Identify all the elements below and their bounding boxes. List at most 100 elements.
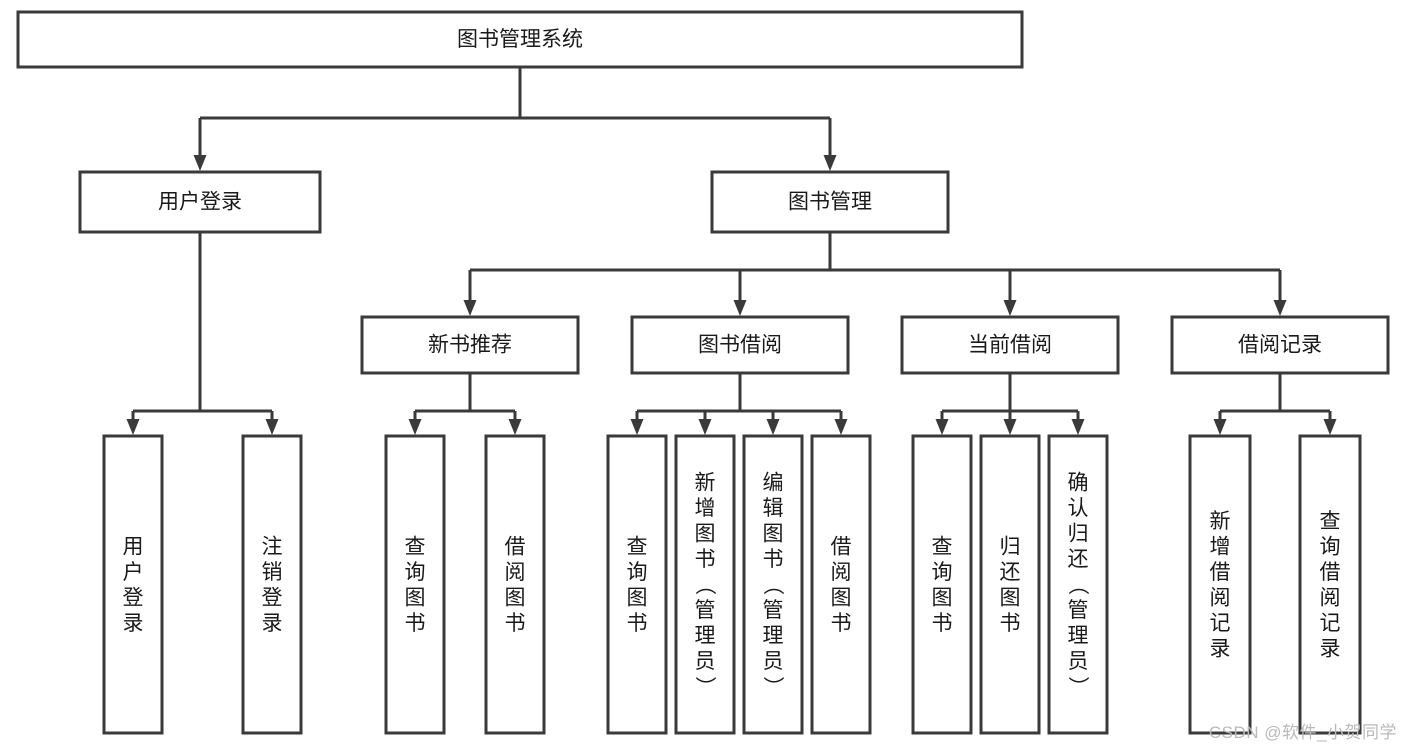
- node-label-char: 理: [695, 625, 716, 648]
- node-label: 用户登录: [158, 191, 242, 214]
- arrow-head-icon: [1273, 300, 1287, 316]
- node-label-char: 图: [932, 586, 953, 609]
- node-label-char: 借: [505, 535, 526, 558]
- node-label-char: （: [761, 574, 784, 595]
- node-label-char: 记: [1320, 612, 1341, 635]
- arrow-head-icon: [463, 300, 477, 316]
- node-box: [810, 434, 872, 735]
- edges-layer: [126, 67, 1337, 435]
- node-label-char: 还: [1000, 561, 1021, 584]
- node-box: [979, 434, 1041, 735]
- node-label-char: 查: [627, 535, 648, 558]
- node-label-char: 查: [1320, 510, 1341, 533]
- node-label: 借阅记录: [1238, 334, 1322, 357]
- node-box: [1047, 434, 1109, 735]
- node-l3-current-borrow[interactable]: 当前借阅: [900, 315, 1120, 375]
- node-box: [630, 315, 850, 375]
- arrow-head-icon: [265, 419, 279, 435]
- node-label-char: 询: [932, 561, 953, 584]
- node-box: [1170, 315, 1390, 375]
- arrow-head-icon: [408, 419, 422, 435]
- arrow-head-icon: [508, 419, 522, 435]
- node-label-char: （: [1066, 574, 1089, 595]
- node-label-char: （: [693, 574, 716, 595]
- node-label-char: 登: [123, 586, 144, 609]
- node-box: [484, 434, 546, 735]
- arrow-head-icon: [733, 300, 747, 316]
- arrow-head-icon: [1003, 419, 1017, 435]
- node-label: 当前借阅: [968, 334, 1052, 357]
- node-label-char: 确: [1068, 472, 1089, 495]
- node-label-char: 录: [1210, 637, 1231, 660]
- node-label-char: 图: [505, 586, 526, 609]
- node-label-char: 图: [763, 523, 784, 546]
- node-box: [1188, 434, 1252, 735]
- node-label-char: 认: [1068, 497, 1089, 520]
- arrow-head-icon: [1323, 419, 1337, 435]
- node-box: [16, 10, 1024, 69]
- node-label-char: 管: [1068, 599, 1089, 622]
- node-label-char: 增: [695, 497, 716, 520]
- arrow-head-icon: [823, 155, 837, 171]
- arrow-head-icon: [193, 155, 207, 171]
- node-label-char: 书: [763, 548, 784, 571]
- node-box: [1298, 434, 1362, 735]
- node-label-char: 书: [695, 548, 716, 571]
- node-box: [78, 170, 322, 234]
- node-label-char: 员: [763, 650, 784, 673]
- node-label-char: 图: [695, 523, 716, 546]
- node-label-char: 户: [123, 561, 144, 584]
- node-box: [911, 434, 973, 735]
- arrow-head-icon: [935, 419, 949, 435]
- node-label-char: ）: [761, 676, 784, 697]
- node-label-char: 图: [831, 586, 852, 609]
- node-label-char: 记: [1210, 612, 1231, 635]
- arrow-head-icon: [698, 419, 712, 435]
- node-label-char: 书: [505, 612, 526, 635]
- node-label-char: 询: [627, 561, 648, 584]
- node-label-char: 查: [405, 535, 426, 558]
- node-label-char: 归: [1068, 523, 1089, 546]
- node-l3-new-book-rec[interactable]: 新书推荐: [360, 315, 580, 375]
- node-box: [710, 170, 950, 234]
- node-label-char: 录: [1320, 637, 1341, 660]
- node-l2-user-login[interactable]: 用户登录: [78, 170, 322, 234]
- node-label-char: 增: [1210, 535, 1231, 558]
- node-box: [674, 434, 736, 735]
- node-box: [360, 315, 580, 375]
- node-label-char: 理: [1068, 625, 1089, 648]
- node-l3-borrow-record[interactable]: 借阅记录: [1170, 315, 1390, 375]
- node-label-char: 新: [695, 472, 716, 495]
- node-l3-book-borrow[interactable]: 图书借阅: [630, 315, 850, 375]
- node-label-char: 阅: [1210, 586, 1231, 609]
- node-label: 新书推荐: [428, 334, 512, 357]
- node-label-char: 录: [123, 612, 144, 635]
- node-label: 图书管理系统: [457, 28, 583, 51]
- node-l2-book-mgmt[interactable]: 图书管理: [710, 170, 950, 234]
- node-root[interactable]: 图书管理系统: [16, 10, 1024, 69]
- node-label-char: 阅: [1320, 586, 1341, 609]
- node-box: [102, 434, 164, 735]
- node-label-char: 查: [932, 535, 953, 558]
- node-label-char: 阅: [831, 561, 852, 584]
- node-label-char: 辑: [763, 497, 784, 520]
- node-label-char: 注: [262, 535, 283, 558]
- node-label: 图书管理: [788, 191, 872, 214]
- node-label-char: 图: [1000, 586, 1021, 609]
- node-leaf-user-login[interactable]: 用户登录: [102, 434, 164, 735]
- nodes-layer: 图书管理系统用户登录图书管理新书推荐图书借阅当前借阅借阅记录用户登录注销登录查询…: [16, 10, 1390, 735]
